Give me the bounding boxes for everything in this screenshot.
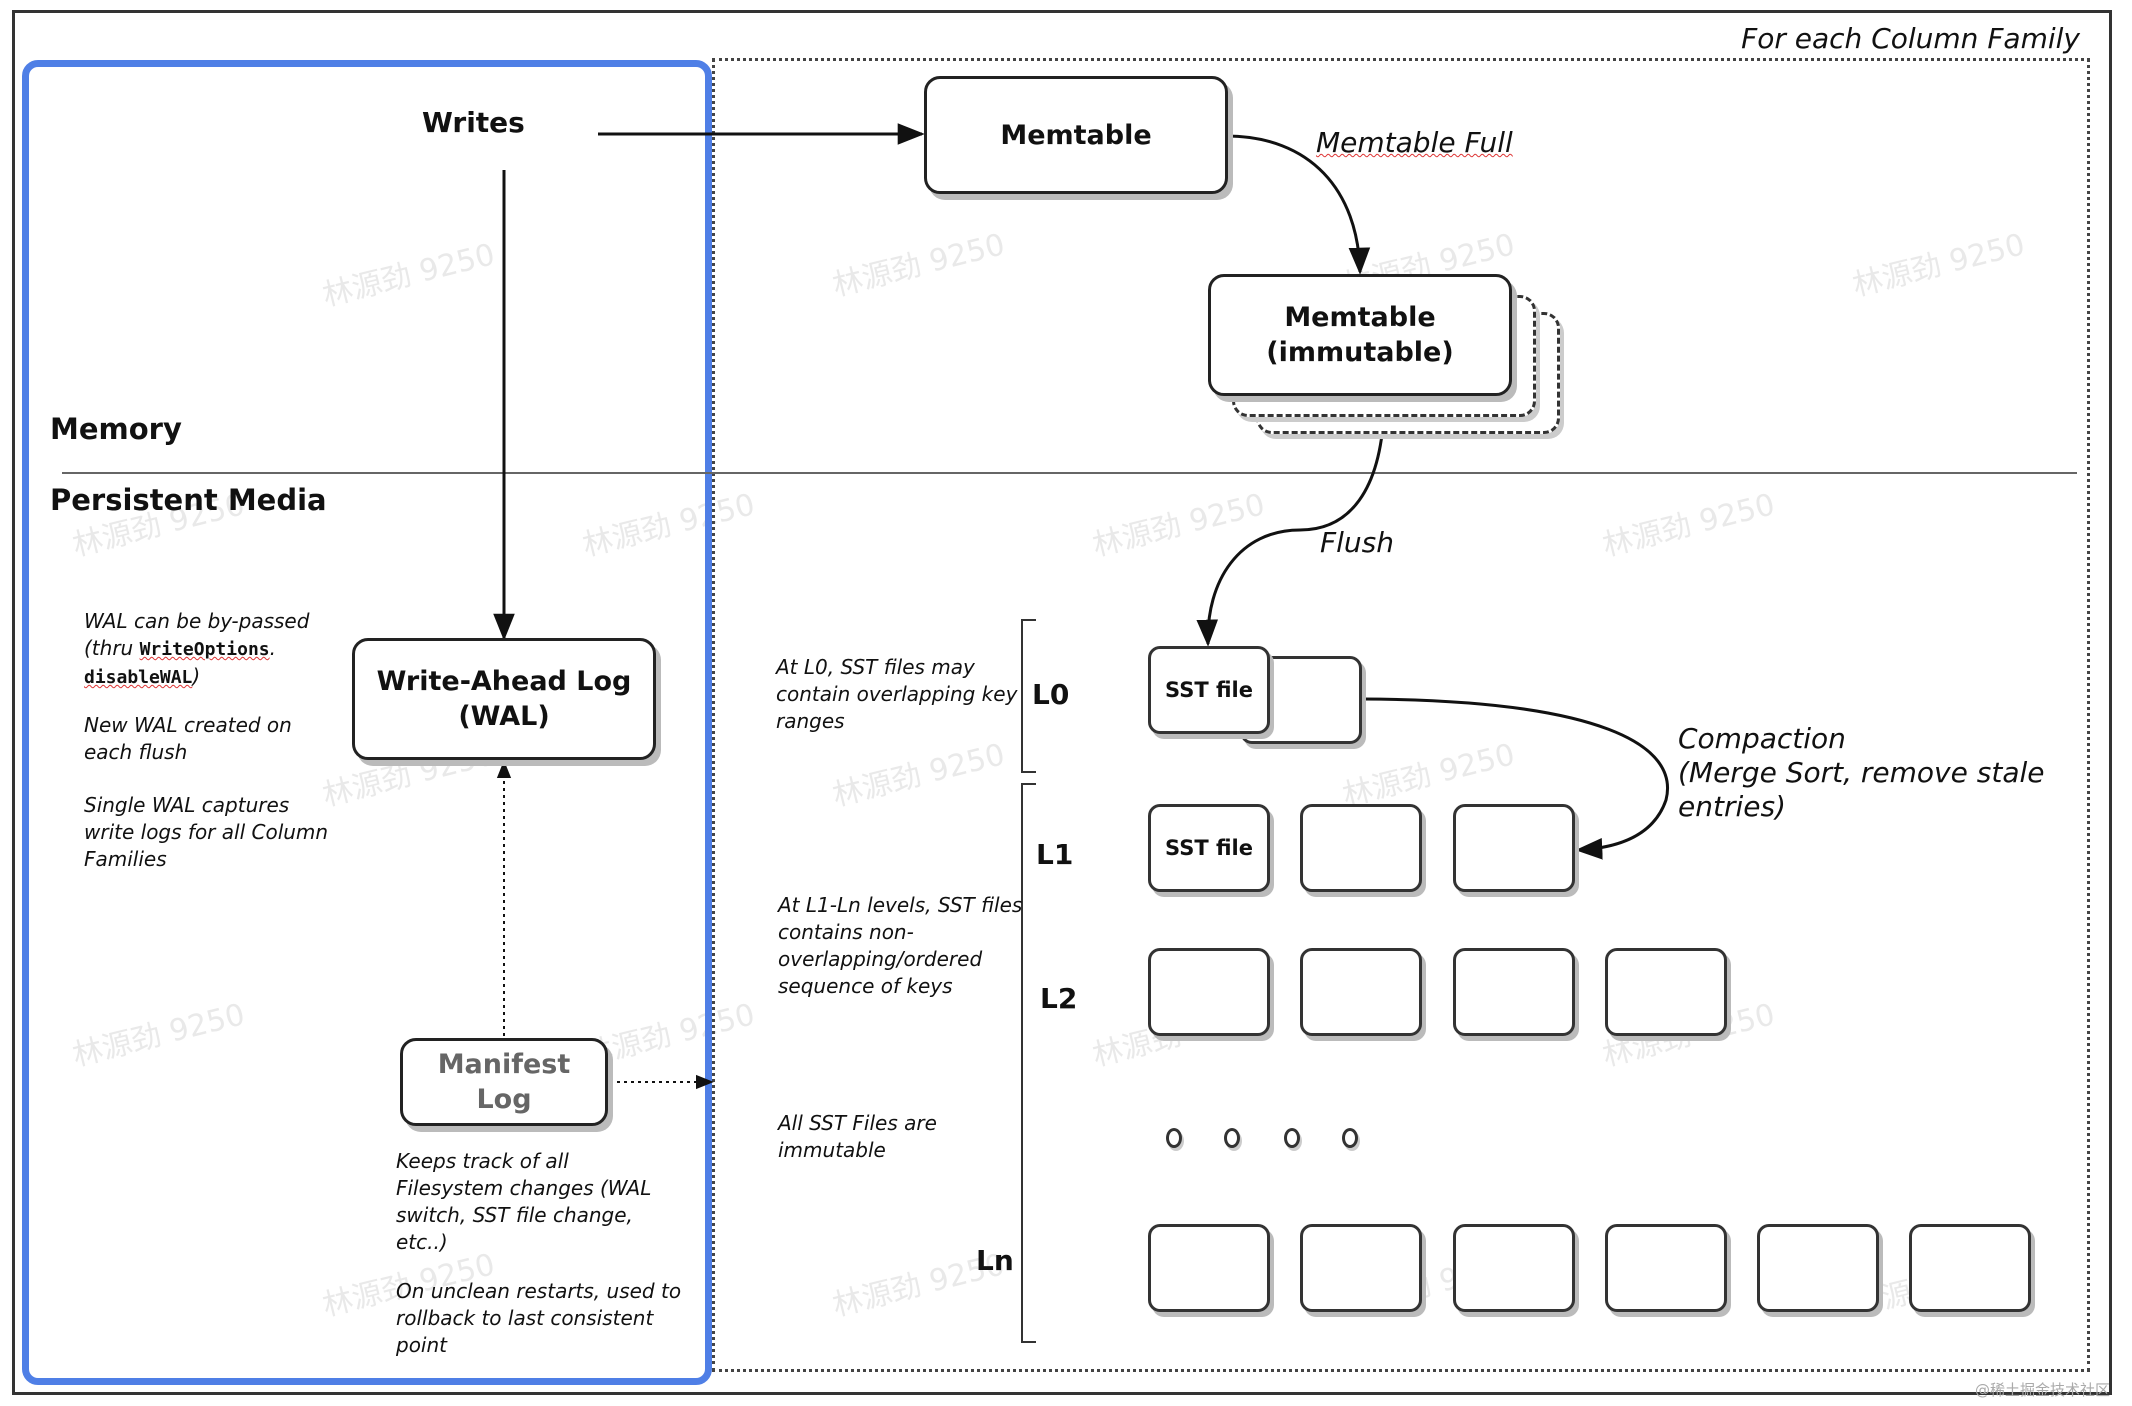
manifest-track-note: Keeps track of all Filesystem changes (W… [396, 1148, 651, 1256]
single-wal-line3: Families [84, 847, 167, 871]
manifest-track-line3: switch, SST file change, [396, 1203, 633, 1227]
level-ln: Ln [976, 1244, 1014, 1277]
compaction-label-line2: (Merge Sort, remove stale [1678, 756, 2045, 789]
arrow-compaction [1361, 697, 1669, 860]
memtable-node: Memtable [924, 76, 1228, 194]
writes-label: Writes [422, 106, 525, 139]
memtable-immutable-label-line2: (immutable) [1266, 337, 1454, 368]
manifest-label-line2: Log [476, 1084, 532, 1115]
sst-file-l2-1 [1148, 948, 1270, 1036]
wal-label-line2: (WAL) [458, 701, 550, 732]
wal-bypass-close: ) [192, 664, 201, 688]
manifest-log-node: Manifest Log [400, 1038, 608, 1126]
new-wal-line1: New WAL created on [84, 713, 292, 737]
l0-note: At L0, SST files may contain overlapping… [776, 654, 1017, 735]
source-credit: @稀土掘金技术社区 [1974, 1381, 2110, 1399]
l0-note-line2: contain overlapping key [776, 682, 1018, 706]
memtable-immutable-node: Memtable (immutable) [1208, 274, 1512, 396]
wal-bypass-line2: (thru WriteOptions. [84, 636, 276, 660]
new-wal-line2: each flush [84, 740, 188, 764]
l1-ln-note-line2: contains non- [778, 920, 914, 944]
wal-bypass-line3: disableWAL) [84, 663, 309, 691]
unclean-restart-note: On unclean restarts, used to rollback to… [396, 1278, 681, 1359]
l0-note-line1: At L0, SST files may [776, 655, 975, 679]
wal-bypass-prefix: (thru [84, 636, 134, 660]
manifest-label-line1: Manifest [437, 1049, 571, 1080]
shared-components-panel [22, 60, 712, 1385]
column-family-boundary [712, 58, 2090, 1372]
sst-file-ln-6 [1909, 1224, 2031, 1312]
l1-ln-note-line1: At L1-Ln levels, SST files [778, 893, 1023, 917]
ellipsis-dot [1224, 1128, 1240, 1148]
sst-file-l1-2 [1300, 804, 1422, 892]
immutable-note: All SST Files are immutable [778, 1110, 937, 1164]
memtable-immutable-label-line1: Memtable [1284, 302, 1436, 333]
sst-file-label: SST file [1165, 836, 1253, 860]
compaction-label-line3: entries) [1678, 790, 1786, 823]
sst-file-ln-5 [1757, 1224, 1879, 1312]
memtable-label: Memtable [1000, 119, 1152, 151]
sst-file-l1-3 [1453, 804, 1575, 892]
ellipsis-dot [1166, 1128, 1182, 1148]
sst-file-l2-4 [1605, 948, 1727, 1036]
memory-persistent-divider [62, 472, 2077, 474]
manifest-track-line2: Filesystem changes (WAL [396, 1176, 652, 1200]
unclean-line2: rollback to last consistent [396, 1306, 654, 1330]
wal-node: Write-Ahead Log (WAL) [352, 638, 656, 760]
ellipsis-dot [1284, 1128, 1300, 1148]
single-wal-line2: write logs for all Column [84, 820, 329, 844]
l0-note-line3: ranges [776, 709, 845, 733]
level-l1: L1 [1036, 838, 1074, 871]
unclean-line1: On unclean restarts, used to [396, 1279, 682, 1303]
l1-ln-bracket [1021, 783, 1036, 1343]
immutable-note-line2: immutable [778, 1138, 886, 1162]
sst-file-ln-1 [1148, 1224, 1270, 1312]
sst-file-l2-3 [1453, 948, 1575, 1036]
wal-bypass-line1: WAL can be by-passed [84, 609, 310, 633]
wal-bypass-note: WAL can be by-passed (thru WriteOptions.… [84, 608, 309, 691]
sst-file-ln-2 [1300, 1224, 1422, 1312]
wal-label-line1: Write-Ahead Log [376, 666, 632, 697]
sst-file-label: SST file [1165, 678, 1253, 702]
memory-label: Memory [50, 412, 182, 446]
level-l0: L0 [1032, 678, 1070, 711]
sst-file-l2-2 [1300, 948, 1422, 1036]
wal-bypass-code2: disableWAL [84, 667, 193, 688]
outer-frame [12, 10, 2112, 1395]
l1-ln-note: At L1-Ln levels, SST files contains non-… [778, 892, 1022, 1000]
l1-ln-note-line4: sequence of keys [778, 974, 953, 998]
single-wal-line1: Single WAL captures [84, 793, 290, 817]
sst-file-ln-3 [1453, 1224, 1575, 1312]
new-wal-note: New WAL created on each flush [84, 712, 292, 766]
wal-bypass-code1: WriteOptions [139, 639, 270, 660]
immutable-note-line1: All SST Files are [778, 1111, 937, 1135]
l1-ln-note-line3: overlapping/ordered [778, 947, 983, 971]
sst-file-l1-1: SST file [1148, 804, 1270, 892]
flush-label: Flush [1320, 526, 1394, 559]
memtable-full-label: Memtable Full [1316, 126, 1513, 159]
compaction-label: Compaction (Merge Sort, remove stale ent… [1678, 722, 2045, 824]
ellipsis-dot [1342, 1128, 1358, 1148]
arrow-memtable-full [1225, 134, 1371, 275]
column-family-label: For each Column Family [1741, 22, 2080, 55]
single-wal-note: Single WAL captures write logs for all C… [84, 792, 328, 873]
sst-file-ln-4 [1605, 1224, 1727, 1312]
arrow-flush [1196, 411, 1386, 647]
persistent-media-label: Persistent Media [50, 483, 327, 517]
level-l2: L2 [1040, 982, 1078, 1015]
l0-bracket [1021, 619, 1036, 773]
manifest-track-line1: Keeps track of all [396, 1149, 569, 1173]
compaction-label-line1: Compaction [1678, 722, 1846, 755]
sst-file-l0: SST file [1148, 646, 1270, 734]
manifest-track-line4: etc..) [396, 1230, 448, 1254]
unclean-line3: point [396, 1333, 448, 1357]
